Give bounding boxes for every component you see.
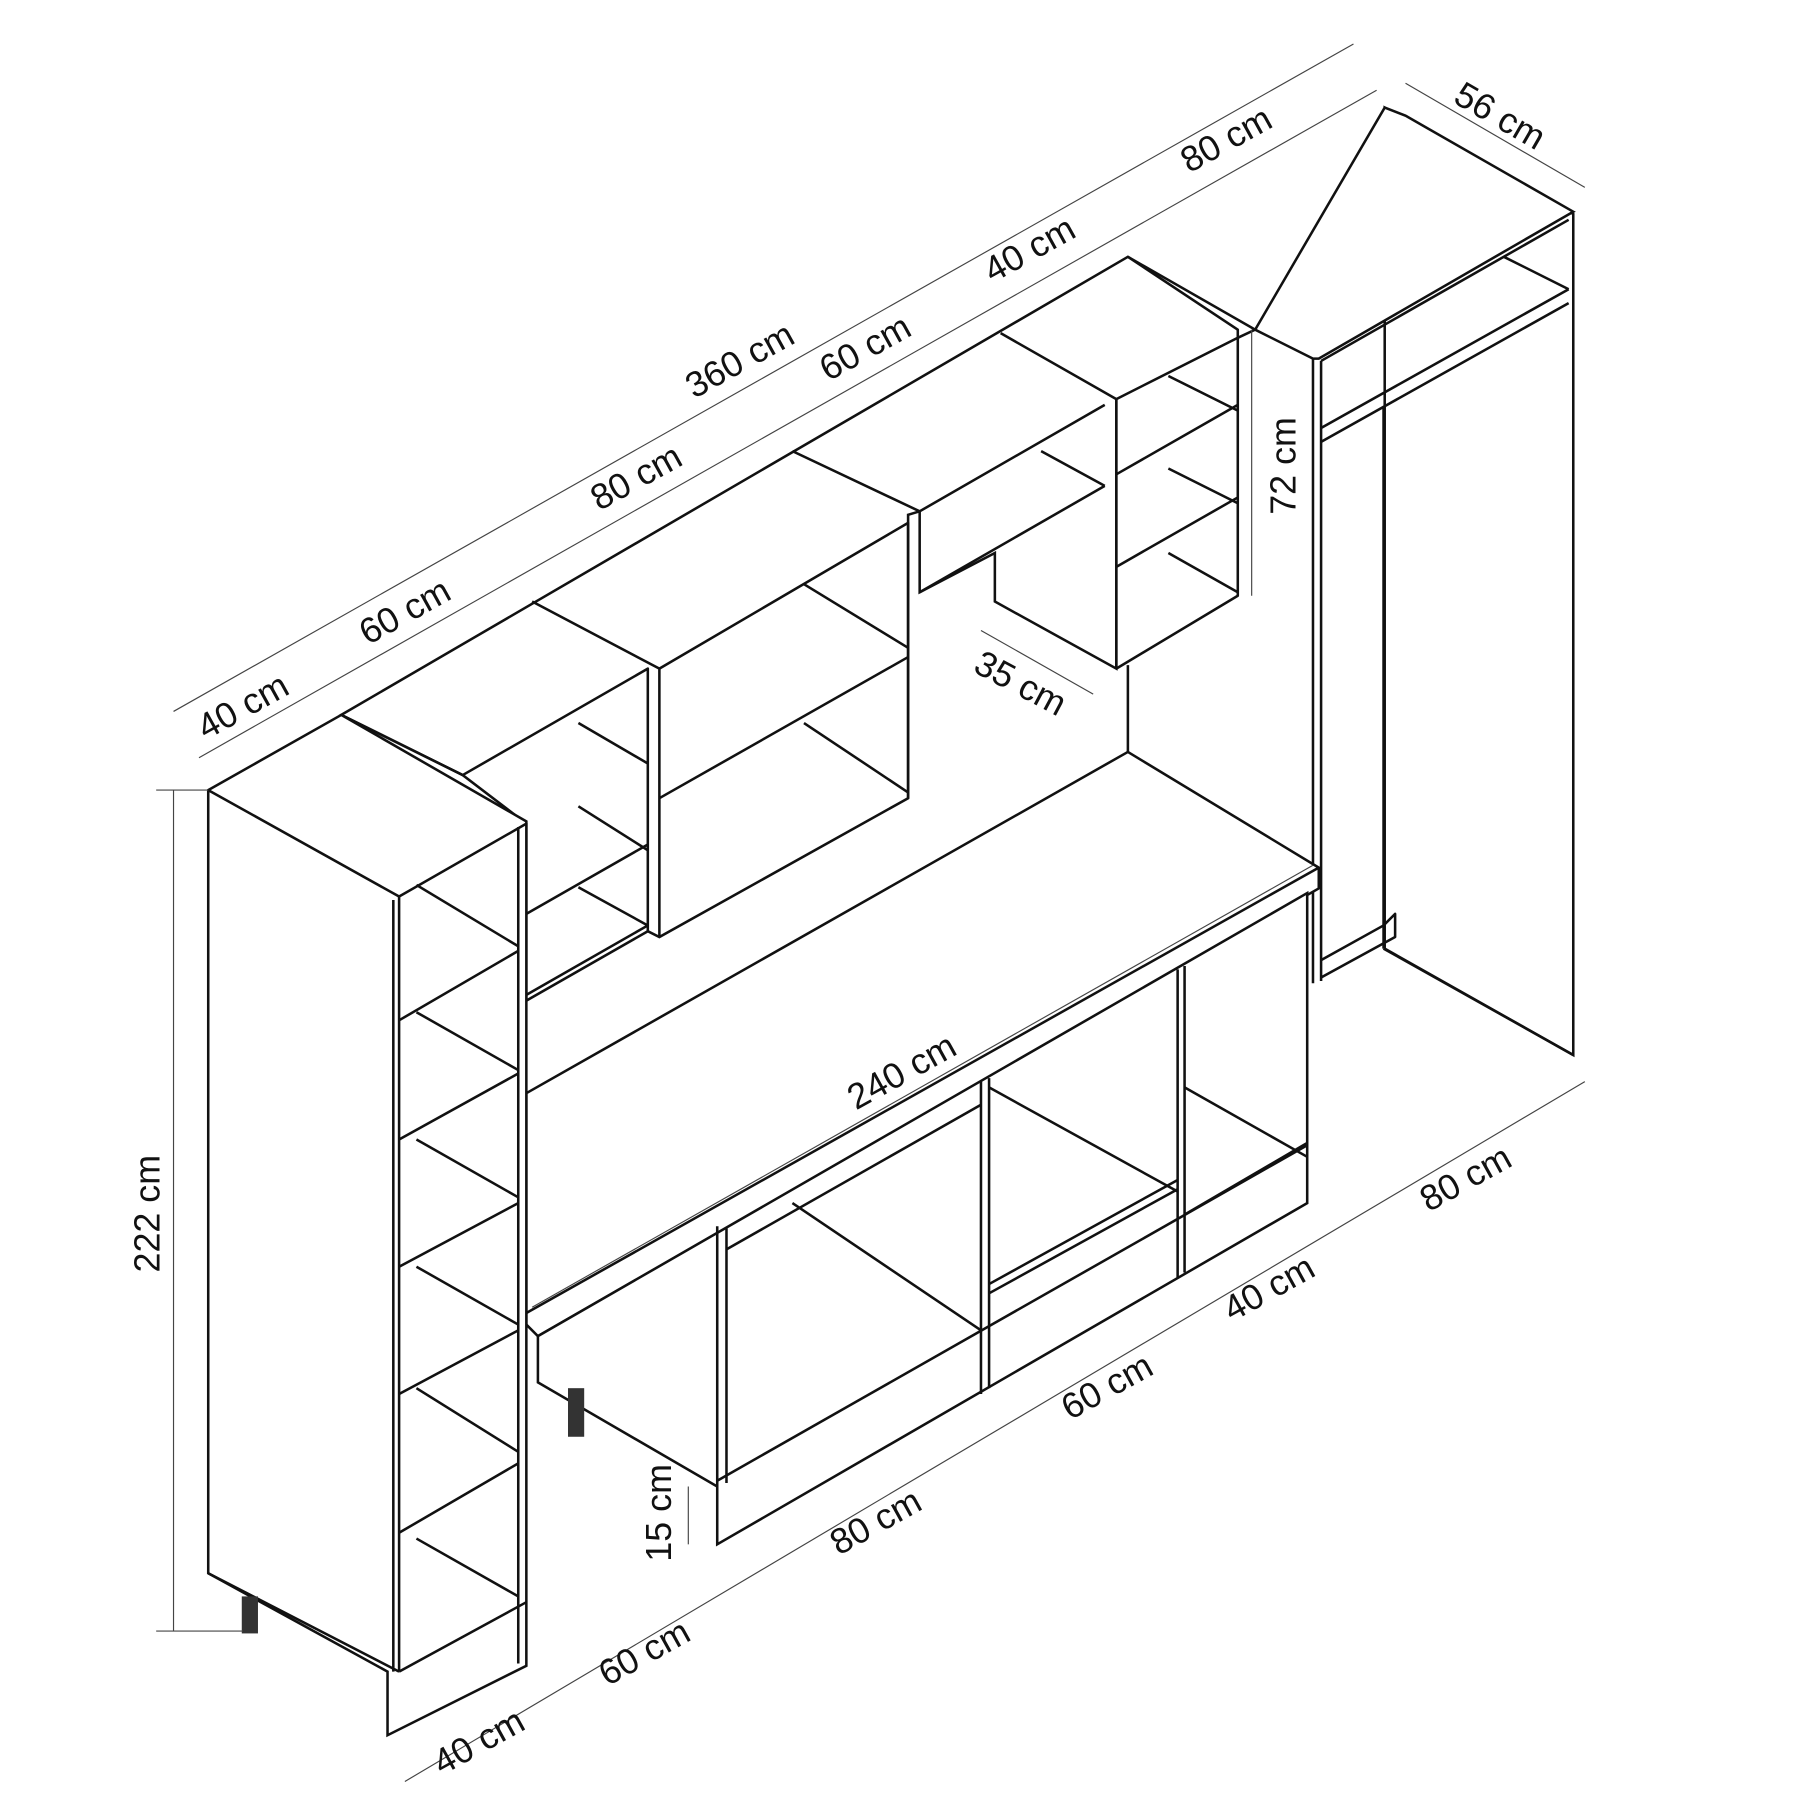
label-lower-60-left: 60 cm [592,1611,697,1693]
label-lower-60-right: 60 cm [1055,1345,1160,1427]
label-upper-80-right: 80 cm [1174,98,1279,180]
label-upper-40-right: 40 cm [977,208,1082,290]
desk-unit [525,665,1321,1547]
label-lower-80-right: 80 cm [1413,1137,1518,1219]
label-upper-40-left: 40 cm [190,665,295,747]
wardrobe-unit [1253,105,1576,1058]
label-upper-60-left: 60 cm [352,570,457,652]
label-depth-35: 35 cm [968,643,1073,724]
label-lower-40-right: 40 cm [1216,1247,1321,1329]
cabinet-leg [241,1596,258,1634]
label-depth-56: 56 cm [1448,74,1553,157]
label-upper-60-right: 60 cm [813,306,918,388]
label-total-width: 360 cm [679,314,801,406]
label-plinth-15: 15 cm [639,1464,679,1562]
label-lower-80: 80 cm [823,1481,928,1563]
desk-leg [567,1388,585,1437]
upper-cabinets [338,255,1258,1003]
label-lower-40-left: 40 cm [426,1700,531,1782]
label-upper-80: 80 cm [584,436,689,518]
label-height-72: 72 cm [1264,417,1304,515]
dimension-lines [156,43,1586,1782]
tall-cabinet [206,713,528,1738]
label-height-222: 222 cm [128,1155,168,1273]
